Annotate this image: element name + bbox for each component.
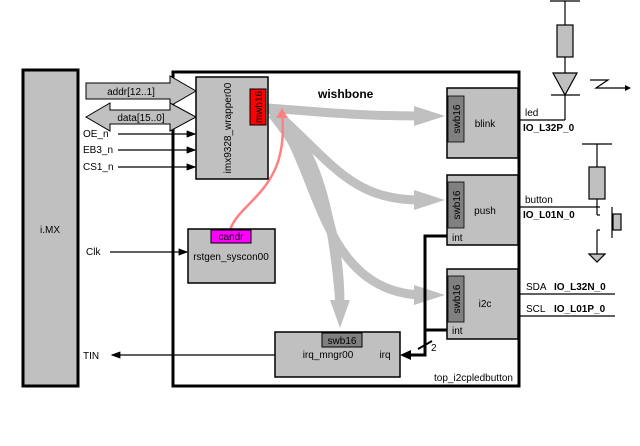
led-diode-icon (551, 72, 579, 97)
wishbone-bus (265, 103, 421, 306)
irq-input-label: irq (379, 350, 390, 361)
wrapper-block[interactable]: mwb16 imx9328_wrapper00 (195, 76, 269, 180)
irq-name: irq_mngr00 (303, 350, 354, 361)
candr-link (228, 112, 285, 231)
signal-cs1: CS1_n (83, 162, 114, 173)
scl-signal: SCL (526, 304, 546, 315)
control-signals: OE_n EB3_n CS1_n Clk TIN (83, 129, 275, 362)
blink-name: blink (475, 119, 497, 130)
led-pin: IO_L32P_0 (523, 123, 575, 134)
addr-bus-arrow: addr[12..1] (85, 75, 198, 107)
i2c-block[interactable]: swb16 i2c int (446, 268, 519, 340)
sda-signal: SDA (526, 282, 547, 293)
bus-width-slash (417, 340, 433, 350)
push-int-label: int (452, 233, 463, 244)
syscon-port (210, 229, 252, 244)
scl-pin: IO_L01P_0 (554, 304, 606, 315)
signal-clk: Clk (86, 247, 101, 258)
button-resistor (588, 166, 606, 200)
wrapper-port-label: mwb16 (254, 90, 265, 123)
i2c-port-label: swb16 (452, 284, 463, 313)
bus-to-blink (267, 103, 419, 121)
bus-label: wishbone (317, 87, 374, 101)
button-pin: IO_L01N_0 (523, 210, 575, 221)
led-circuit (550, 0, 625, 120)
irq-block[interactable]: swb16 irq_mngr00 irq (274, 331, 401, 378)
push-button-icon (612, 213, 622, 231)
top-name: top_i2cpledbutton (434, 373, 513, 384)
bus-head-irq (330, 300, 350, 328)
syscon-block[interactable]: candr rstgen_syscon00 (187, 228, 276, 284)
sda-pin: IO_L32N_0 (554, 282, 606, 293)
signal-tin: TIN (83, 351, 99, 362)
led-resistor (556, 24, 574, 58)
button-circuit (582, 143, 622, 263)
syscon-name: rstgen_syscon00 (193, 252, 269, 263)
io-lines (518, 119, 615, 317)
blink-port-label: swb16 (452, 104, 463, 133)
light-emission-icon (590, 79, 625, 89)
bus-head-i2c (414, 285, 445, 305)
wrapper-name: imx9328_wrapper00 (223, 82, 234, 173)
bus-head-push (414, 190, 445, 210)
irq-port-label: swb16 (328, 336, 357, 347)
interrupt-lines (410, 234, 447, 357)
signal-eb3: EB3_n (83, 145, 113, 156)
ground-icon (587, 253, 607, 263)
data-bus-label: data[15..0] (117, 113, 164, 124)
signal-oe: OE_n (83, 129, 109, 140)
i2c-int-label: int (452, 326, 463, 337)
push-name: push (474, 206, 496, 217)
wrapper-master-port (249, 88, 267, 126)
top-frame: top_i2cpledbutton (171, 70, 521, 388)
button-signal: button (525, 195, 553, 206)
data-bus-arrow: data[15..0] (85, 102, 198, 132)
addr-bus-label: addr[12..1] (107, 87, 155, 98)
blink-block[interactable]: swb16 blink (446, 87, 519, 159)
i2c-name: i2c (479, 299, 492, 310)
irq-bus-width: 2 (431, 343, 437, 354)
push-port (447, 181, 465, 229)
cpu-block: i.MX (21, 68, 80, 388)
bus-head-blink (414, 106, 445, 126)
irq-port (321, 332, 363, 348)
push-port-label: swb16 (452, 190, 463, 219)
push-block[interactable]: swb16 push int (446, 174, 519, 246)
cpu-label: i.MX (40, 225, 60, 236)
i2c-port (447, 275, 465, 323)
led-signal: led (525, 108, 538, 119)
syscon-port-label: candr (218, 232, 244, 243)
blink-port (447, 95, 465, 143)
